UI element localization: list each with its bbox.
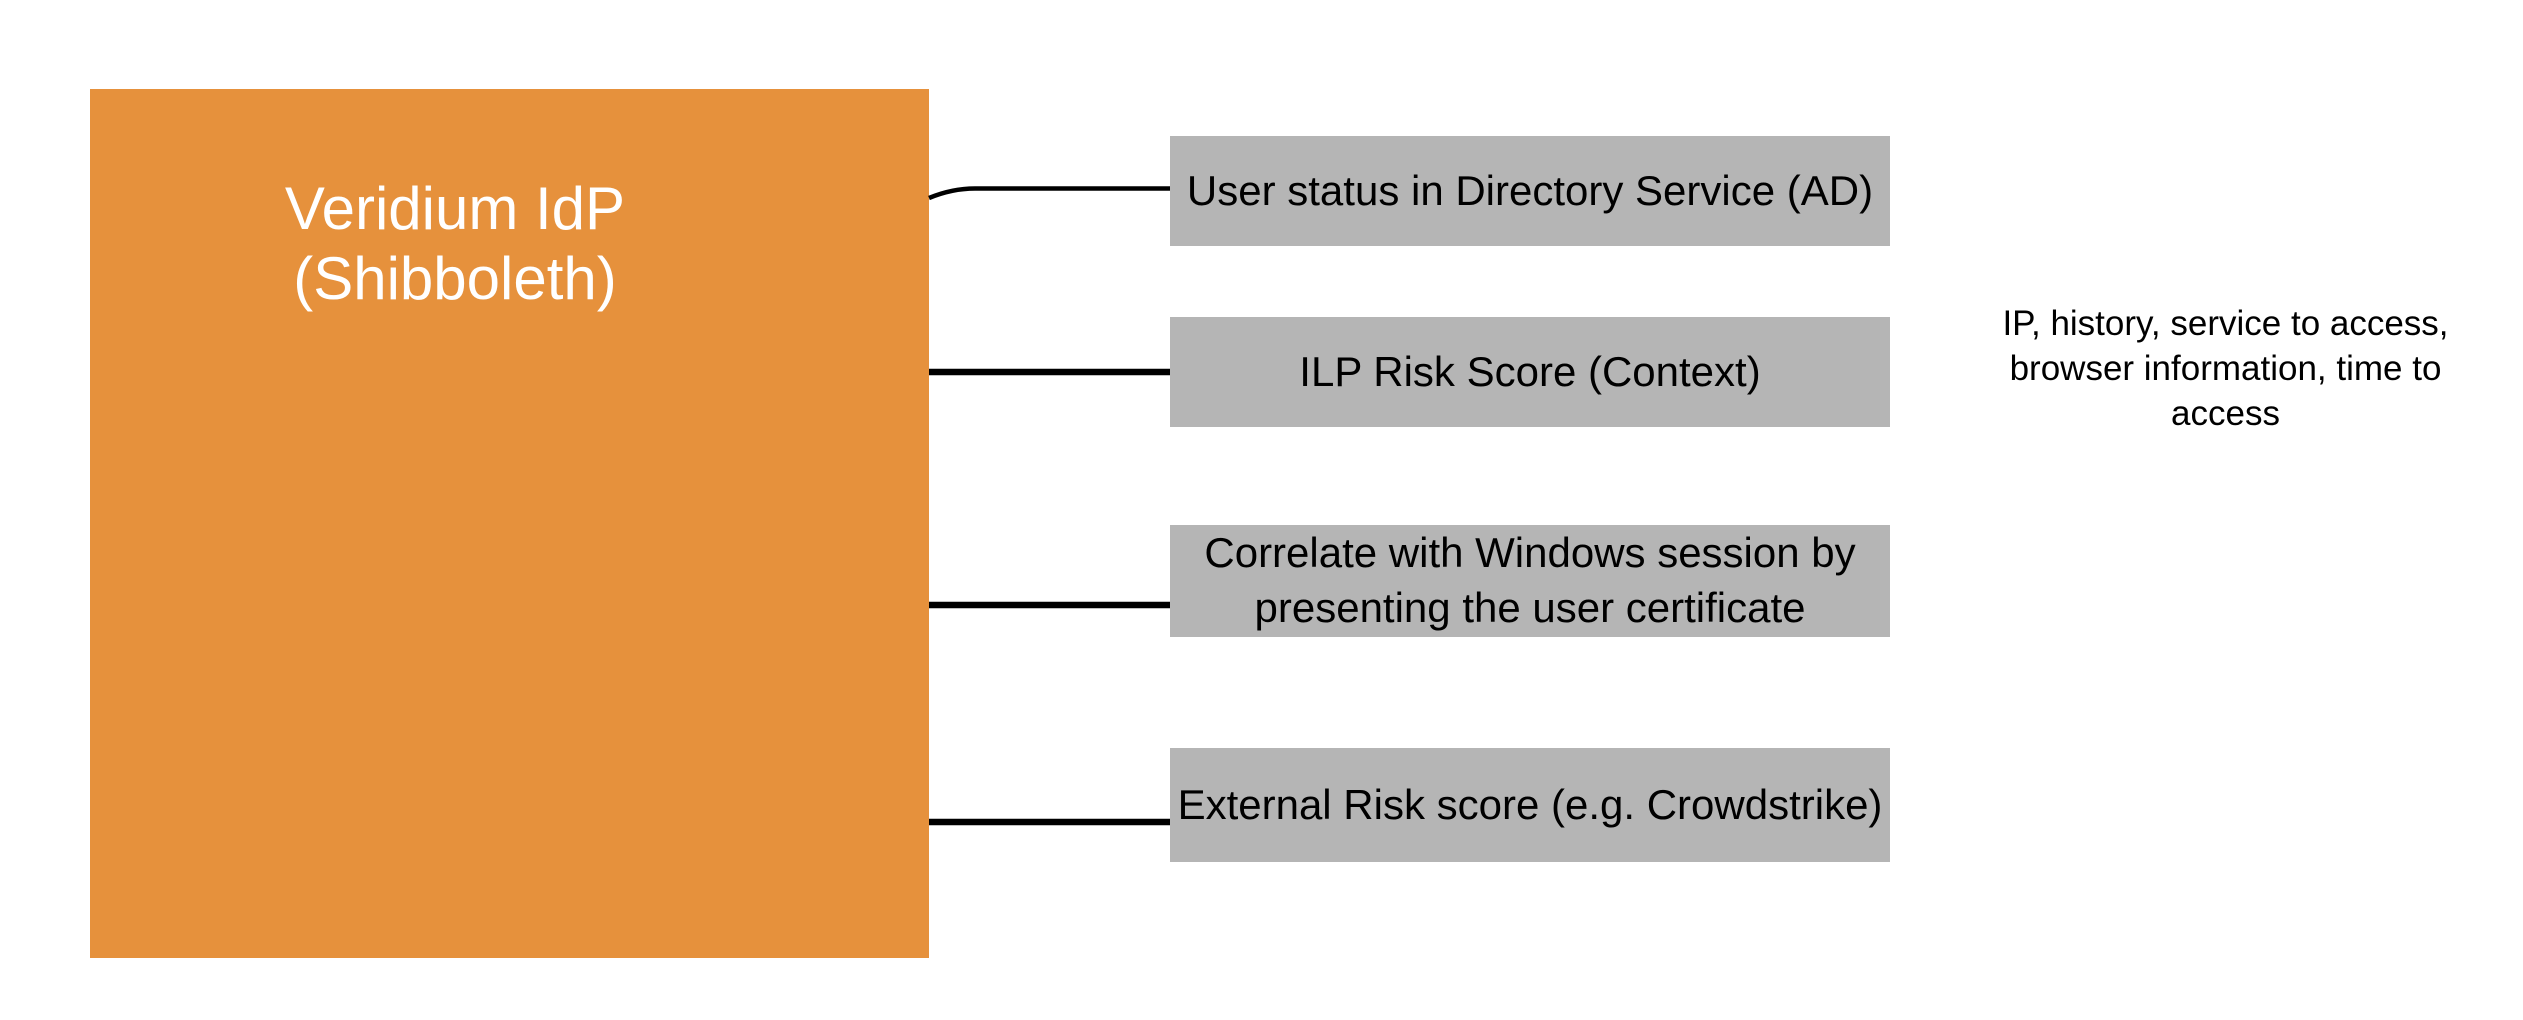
connector-line-1 — [928, 186, 1170, 201]
factor-box-user-status: User status in Directory Service (AD) — [1170, 136, 1890, 246]
context-annotation-text: IP, history, service to access, browser … — [2002, 304, 2449, 433]
factor-box-ilp-risk-score: ILP Risk Score (Context) — [1170, 317, 1890, 427]
factor-box-windows-session-label: Correlate with Windows session by presen… — [1204, 529, 1856, 631]
factor-box-ilp-risk-score-label: ILP Risk Score (Context) — [1299, 347, 1761, 395]
factor-box-windows-session: Correlate with Windows session by presen… — [1170, 525, 1890, 637]
factor-box-external-risk-score-label: External Risk score (e.g. Crowdstrike) — [1177, 780, 1883, 828]
veridium-idp-box — [90, 89, 929, 958]
veridium-idp-label: Veridium IdP (Shibboleth) — [284, 175, 626, 312]
factor-box-external-risk-score: External Risk score (e.g. Crowdstrike) — [1170, 748, 1890, 862]
factor-box-user-status-label: User status in Directory Service (AD) — [1186, 166, 1874, 214]
